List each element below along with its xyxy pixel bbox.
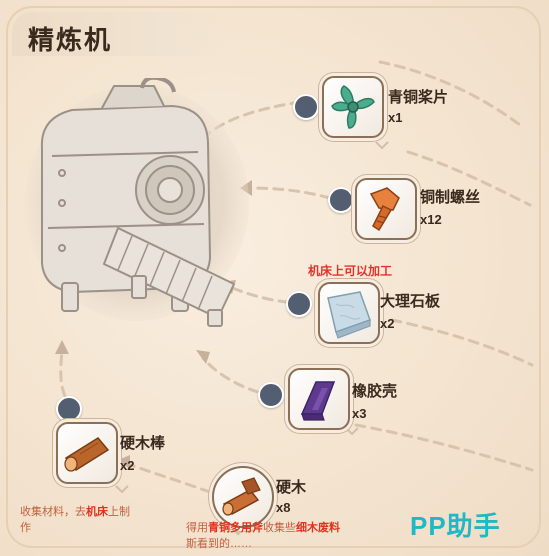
- stick-source-note: 收集材料，去机床上制作: [20, 506, 130, 534]
- panel-frame: [6, 6, 541, 548]
- node-dot: [258, 382, 284, 408]
- title-band: [12, 12, 232, 56]
- item-name: 硬木: [276, 479, 307, 496]
- item-slot-rubber-shell[interactable]: [288, 368, 350, 430]
- item-name: 铜制螺丝: [420, 189, 481, 206]
- item-name: 橡胶壳: [352, 383, 398, 400]
- hardwood-source-note: 得用青铜多用斧收集些细木废料斯看到的……: [186, 522, 340, 550]
- item-slot-marble-slab[interactable]: [318, 282, 380, 344]
- item-count: x8: [276, 500, 291, 515]
- bronze-propeller-icon: [331, 85, 375, 129]
- item-slot-bronze-propeller[interactable]: [322, 76, 384, 138]
- hardwood-icon: [222, 477, 261, 516]
- copper-screw-icon: [369, 187, 400, 232]
- item-slot-hardwood[interactable]: [212, 466, 274, 528]
- item-count: x2: [380, 316, 395, 331]
- node-dot: [286, 291, 312, 317]
- rubber-shell-icon: [300, 381, 336, 421]
- watermark-logo: PP助手: [410, 511, 501, 541]
- hardwood-stick-icon: [64, 437, 110, 472]
- item-count: x2: [120, 458, 135, 473]
- item-name: 大理石板: [380, 293, 441, 310]
- item-slot-hardwood-stick[interactable]: [56, 422, 118, 484]
- item-count: x1: [388, 110, 403, 125]
- node-dot: [328, 187, 354, 213]
- marble-slab-icon: [327, 291, 371, 339]
- item-count: x12: [420, 212, 442, 227]
- page-title: 精炼机: [28, 25, 113, 55]
- item-name: 硬木棒: [120, 435, 166, 452]
- refiner-machine-illustration: [25, 78, 249, 327]
- item-slot-copper-screw[interactable]: [355, 178, 417, 240]
- machine-note: 机床上可以加工: [308, 264, 393, 278]
- node-dot: [56, 396, 82, 422]
- node-dot: [293, 94, 319, 120]
- item-name: 青铜桨片: [388, 89, 449, 106]
- item-count: x3: [352, 406, 367, 421]
